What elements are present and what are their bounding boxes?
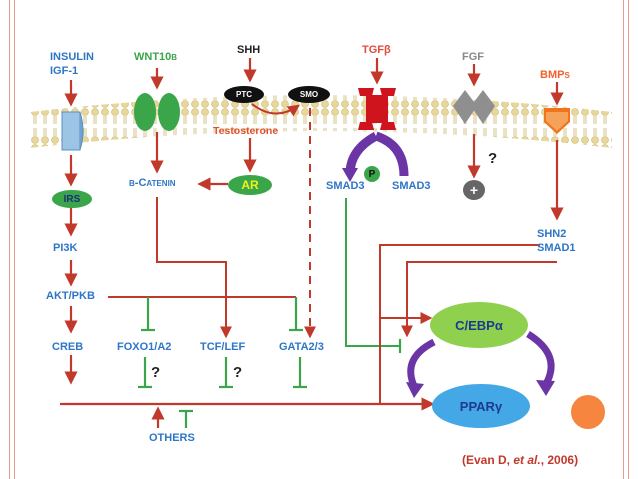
plus-badge: + [463,180,485,200]
label-beta-catenin: β-Catenin [129,177,176,189]
question-foxo: ? [151,364,161,381]
label-igf1: IGF-1 [50,65,79,77]
label-smad3-right: SMAD3 [392,180,431,192]
label-gata: GATA2/3 [279,341,324,353]
label-testosterone: Testosterone [213,125,279,137]
border-line-right [628,0,629,479]
label-akt: AKT/PKB [46,290,95,302]
border-line-left-inner [14,0,15,479]
fgf-receptor-icon [453,90,477,124]
border-line-left [9,0,10,479]
cell-membrane [30,95,612,148]
label-smad3-left: SMAD3 [326,180,365,192]
wnt-receptor-icon [134,93,156,131]
label-wnt: WNT10b [134,51,178,63]
tgfb-receptor-icon [366,95,388,123]
label-tcf-lef: TCF/LEF [200,341,246,353]
phospho-badge: P [364,166,380,182]
label-insulin: INSULIN [50,51,94,63]
insulin-receptor-icon [61,111,81,151]
cebp-node: C/EBPα [430,302,528,348]
label-shn2: SHN2 [537,228,567,240]
ppar-node: PPARγ [432,384,530,428]
border-line-right-inner [623,0,624,479]
decorative-accent-circle [571,395,605,429]
label-pi3k: PI3K [53,242,78,254]
label-foxo: FOXO1/A2 [117,341,172,353]
question-tcf: ? [233,364,243,381]
label-bmps: BMPs [540,69,570,81]
label-fgf: FGF [462,51,484,63]
label-others: OTHERS [149,432,195,444]
label-shh: SHH [237,44,261,56]
smo-pill: SMO [288,86,330,103]
question-fgf: ? [488,150,498,167]
label-creb: CREB [52,341,84,353]
ptc-pill: PTC [224,86,264,103]
label-smad1: SMAD1 [537,242,576,254]
label-tgfb: TGFβ [362,44,391,56]
ar-pill: AR [228,175,272,195]
irs-pill: IRS [52,190,92,208]
citation: (Evan D, et al., 2006) [462,453,579,467]
